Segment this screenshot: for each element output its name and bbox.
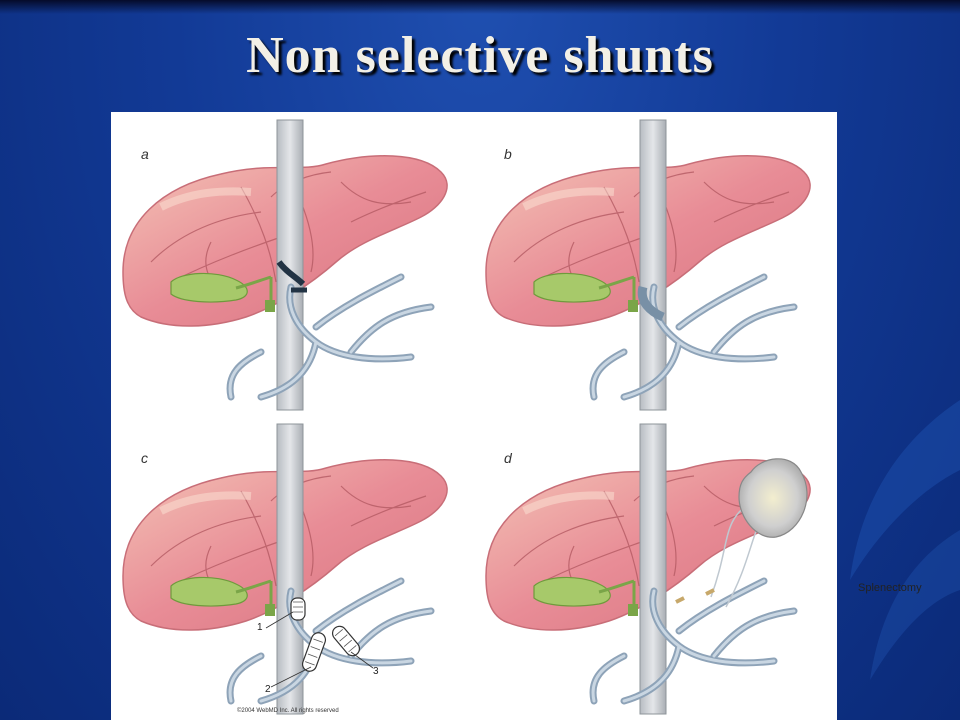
figure-canvas: [111, 112, 837, 720]
copyright-notice: ©2004 WebMD Inc. All rights reserved: [237, 708, 339, 714]
panel-d: d Splenectomy: [474, 416, 922, 720]
panel-d-letter: d: [504, 450, 512, 466]
callout-3: 3: [373, 666, 379, 677]
panel-a-letter: a: [141, 146, 149, 162]
panel-b-letter: b: [504, 146, 512, 162]
background-swoosh: [850, 400, 960, 680]
top-shadow-bar: [0, 0, 960, 14]
panel-b: b: [474, 112, 837, 416]
panel-b-illustration: [486, 120, 810, 410]
slide-title: Non selective shunts: [246, 27, 714, 84]
panel-c-letter: c: [141, 450, 148, 466]
callout-1: 1: [257, 622, 263, 633]
panel-a-illustration: [123, 120, 447, 410]
panel-c-illustration: [123, 424, 447, 714]
figure-panel: a b c 1 2 3 d Splenectomy ©2004 WebMD In…: [111, 112, 922, 720]
callout-2: 2: [265, 684, 271, 695]
panel-a: a: [111, 112, 474, 416]
splenectomy-label: Splenectomy: [858, 582, 922, 594]
panel-d-illustration: [486, 424, 810, 714]
panel-c: c 1 2 3: [111, 416, 474, 720]
